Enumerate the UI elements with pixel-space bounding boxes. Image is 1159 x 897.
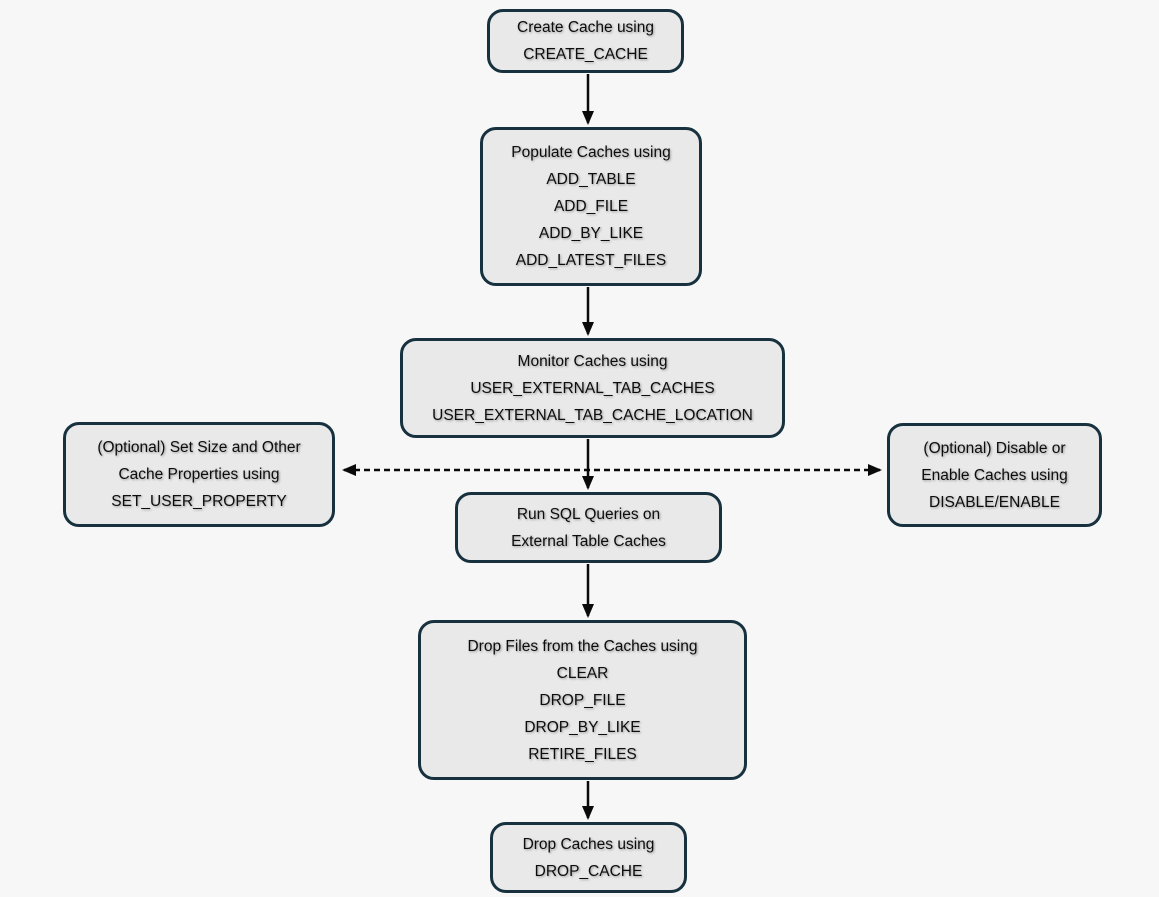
node-run-sql-queries: Run SQL Queries on External Table Caches bbox=[455, 492, 722, 563]
node-disable-enable: (Optional) Disable or Enable Caches usin… bbox=[887, 423, 1102, 527]
node-label: Cache Properties using bbox=[118, 466, 280, 483]
node-label: Create Cache using bbox=[517, 19, 654, 36]
node-command: DROP_CACHE bbox=[534, 862, 643, 880]
node-command: USER_EXTERNAL_TAB_CACHE_LOCATION bbox=[432, 406, 753, 424]
node-command: CREATE_CACHE bbox=[523, 46, 648, 63]
node-label: Drop Files from the Caches using bbox=[467, 637, 698, 655]
node-command: DROP_FILE bbox=[539, 691, 626, 709]
node-command: RETIRE_FILES bbox=[528, 745, 637, 763]
node-command: SET_USER_PROPERTY bbox=[111, 493, 287, 510]
node-label: Run SQL Queries on bbox=[516, 505, 661, 523]
node-command: ADD_TABLE bbox=[546, 171, 636, 188]
node-label: External Table Caches bbox=[511, 532, 666, 550]
node-create-cache: Create Cache using CREATE_CACHE bbox=[487, 9, 684, 73]
node-command: ADD_FILE bbox=[553, 198, 629, 215]
node-monitor-caches: Monitor Caches using USER_EXTERNAL_TAB_C… bbox=[400, 338, 785, 438]
node-command: DROP_BY_LIKE bbox=[524, 718, 641, 736]
node-command: CLEAR bbox=[556, 664, 609, 682]
node-command: ADD_BY_LIKE bbox=[538, 225, 644, 242]
node-command: USER_EXTERNAL_TAB_CACHES bbox=[470, 379, 715, 397]
node-label: Populate Caches using bbox=[511, 144, 671, 161]
node-command: DISABLE/ENABLE bbox=[929, 493, 1060, 511]
node-set-properties: (Optional) Set Size and Other Cache Prop… bbox=[63, 422, 335, 527]
node-label: (Optional) Set Size and Other bbox=[97, 439, 301, 456]
node-label: (Optional) Disable or bbox=[923, 439, 1066, 457]
node-drop-files: Drop Files from the Caches using CLEAR D… bbox=[418, 620, 747, 780]
node-label: Enable Caches using bbox=[921, 466, 1068, 484]
node-command: ADD_LATEST_FILES bbox=[515, 252, 667, 269]
node-populate-caches: Populate Caches using ADD_TABLE ADD_FILE… bbox=[480, 127, 702, 286]
node-label: Drop Caches using bbox=[522, 835, 655, 853]
node-label: Monitor Caches using bbox=[517, 352, 668, 370]
node-drop-caches: Drop Caches using DROP_CACHE bbox=[490, 822, 687, 893]
